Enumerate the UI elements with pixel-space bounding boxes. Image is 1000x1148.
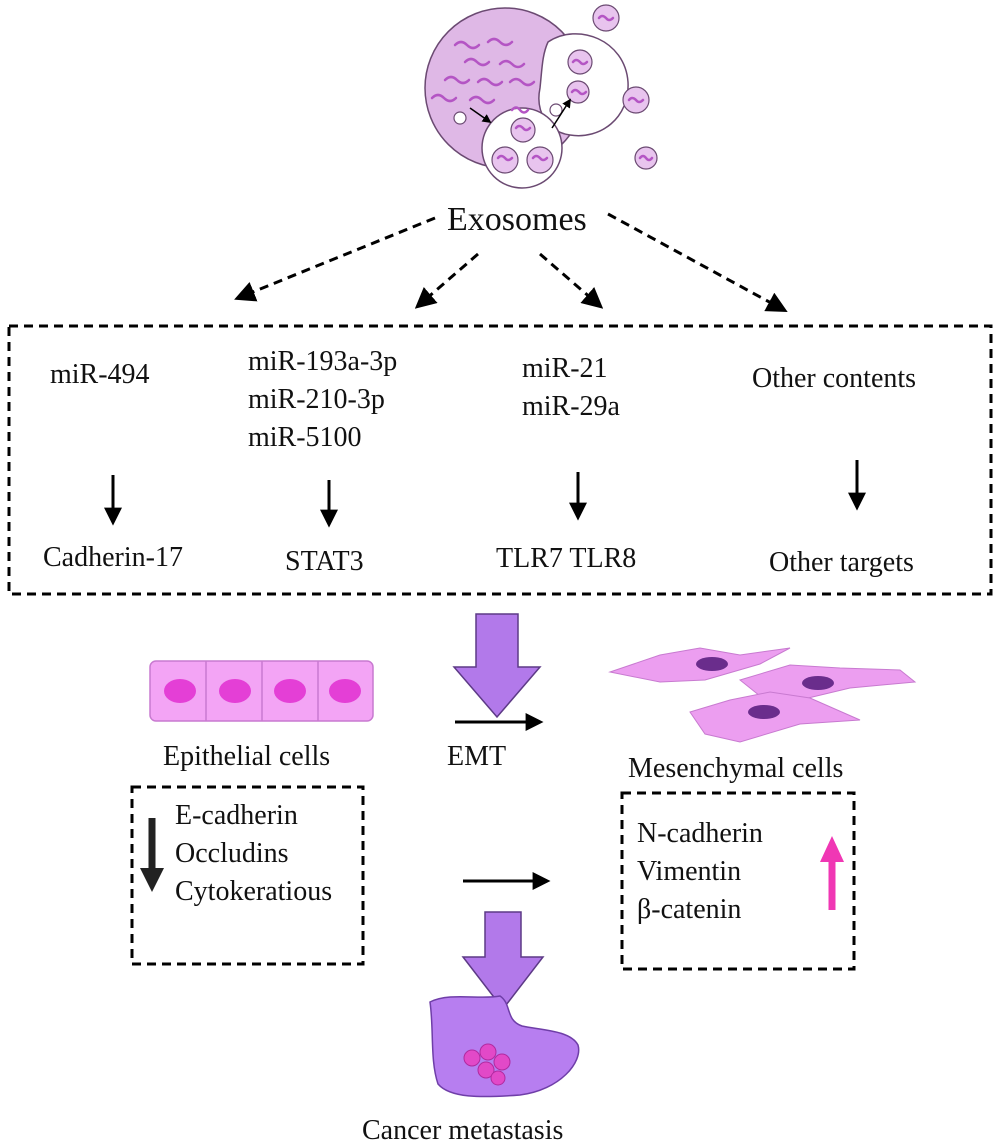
mirna-label: miR-193a-3p	[248, 346, 398, 377]
marker-label: Occludins	[175, 838, 289, 869]
marker-label: N-cadherin	[637, 818, 763, 849]
branch-4-target: Other targets	[769, 547, 914, 578]
dashed-arrow-branch-4	[607, 212, 788, 313]
epithelial-cells-label: Epithelial cells	[163, 741, 331, 772]
branch-1-contents: miR-494	[50, 356, 150, 394]
exosome-illustration	[424, 4, 658, 189]
decrease-arrow	[140, 818, 164, 892]
marker-label: β-catenin	[637, 894, 742, 925]
mirna-label: miR-29a	[522, 391, 620, 422]
mirna-label: miR-494	[50, 359, 150, 390]
marker-label: Vimentin	[637, 856, 742, 887]
mesenchymal-markers-box	[620, 791, 856, 971]
mirna-label: miR-21	[522, 353, 608, 384]
increase-arrow	[820, 836, 844, 910]
branch-3-target: TLR7 TLR8	[496, 543, 637, 574]
emt-label: EMT	[447, 741, 507, 772]
marker-label: Cytokeratious	[175, 876, 333, 907]
mirna-label: miR-5100	[248, 422, 362, 453]
mirna-targets-box	[7, 324, 993, 596]
mirna-label: Other contents	[752, 363, 917, 394]
branch-1-target: Cadherin-17	[43, 542, 183, 573]
dashed-arrow-branch-2	[414, 252, 479, 309]
mesenchymal-cells-label: Mesenchymal cells	[628, 753, 844, 784]
epithelial-markers-box	[130, 785, 365, 966]
branch-2-target: STAT3	[285, 546, 364, 577]
dashed-arrow-branch-1	[234, 216, 436, 302]
mirna-label: miR-210-3p	[248, 384, 385, 415]
tumor-illustration	[429, 995, 580, 1098]
branch-2-contents: miR-193a-3p miR-210-3p miR-5100	[248, 343, 397, 457]
marker-label: E-cadherin	[175, 800, 298, 831]
metastasis-block-arrow	[461, 911, 545, 1011]
branch-4-contents: Other contents	[752, 360, 916, 398]
cancer-metastasis-label: Cancer metastasis	[362, 1115, 564, 1146]
exosomes-label: Exosomes	[447, 201, 587, 238]
branch-3-contents: miR-21 miR-29a	[522, 350, 620, 426]
dashed-arrow-branch-3	[539, 252, 604, 309]
mesenchymal-cells-illustration	[608, 647, 917, 743]
emt-block-arrow	[452, 613, 542, 719]
mesenchymal-marker-list: N-cadherin Vimentin β-catenin	[637, 815, 763, 929]
epithelial-cells-illustration	[149, 660, 374, 722]
epithelial-marker-list: E-cadherin Occludins Cytokeratious	[175, 797, 332, 911]
